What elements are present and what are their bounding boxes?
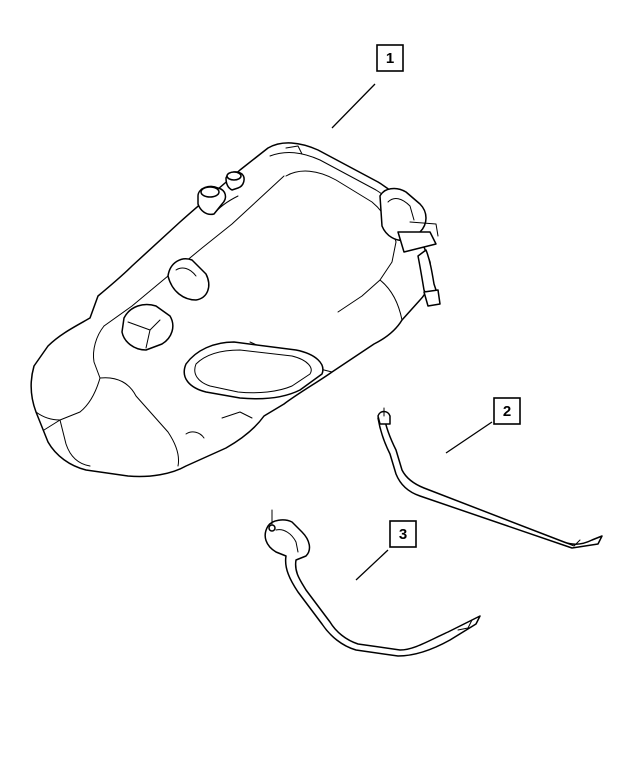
fuel-tank-strap-left (264, 509, 481, 657)
callout-3-leader (355, 549, 389, 581)
callout-3: 3 (355, 520, 417, 581)
callout-3-label: 3 (399, 526, 407, 543)
callout-1-label: 1 (386, 50, 394, 67)
fuel-tank-illustration (30, 142, 441, 478)
callout-1-leader (331, 83, 376, 129)
fuel-tank-strap-right (377, 407, 603, 549)
callout-2-leader (445, 421, 493, 454)
callout-2: 2 (445, 397, 521, 454)
callout-1: 1 (331, 44, 404, 129)
callout-2-label: 2 (503, 403, 511, 420)
